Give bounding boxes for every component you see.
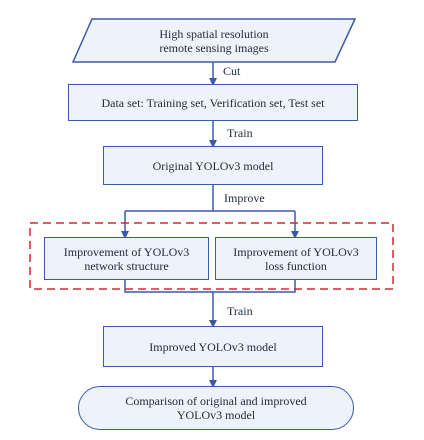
edge-label-cut: Cut (223, 64, 241, 78)
improved-model-node: Improved YOLOv3 model (103, 326, 323, 367)
network-improvement-line-1: Improvement of YOLOv3 (63, 244, 190, 259)
comparison-line-1: Comparison of original and improved (125, 394, 307, 408)
edge-label-improve: Improve (224, 191, 265, 205)
improvement-group-dashed-border (29, 222, 394, 290)
improved-model-label: Improved YOLOv3 model (149, 339, 277, 354)
input-node: High spatial resolution remote sensing i… (92, 21, 336, 61)
loss-improvement-node: Improvement of YOLOv3 loss function (215, 237, 377, 280)
comparison-node: Comparison of original and improved YOLO… (78, 386, 354, 430)
original-model-node: Original YOLOv3 model (103, 146, 323, 185)
dataset-node: Data set: Training set, Verification set… (68, 84, 358, 121)
edge-label-train-2: Train (227, 304, 253, 318)
original-model-label: Original YOLOv3 model (152, 158, 274, 173)
loss-improvement-line-1: Improvement of YOLOv3 (233, 244, 359, 259)
network-improvement-node: Improvement of YOLOv3 network structure (44, 237, 209, 280)
network-improvement-line-2: network structure (84, 258, 169, 273)
edge-label-train-1: Train (227, 126, 253, 140)
comparison-line-2: YOLOv3 model (176, 408, 256, 422)
connector-merge (124, 280, 296, 293)
loss-improvement-line-2: loss function (265, 258, 327, 273)
input-line-1: High spatial resolution (159, 27, 269, 41)
input-line-2: remote sensing images (159, 41, 269, 55)
dataset-label: Data set: Training set, Verification set… (101, 95, 325, 110)
input-parallelogram-shape (71, 18, 357, 63)
